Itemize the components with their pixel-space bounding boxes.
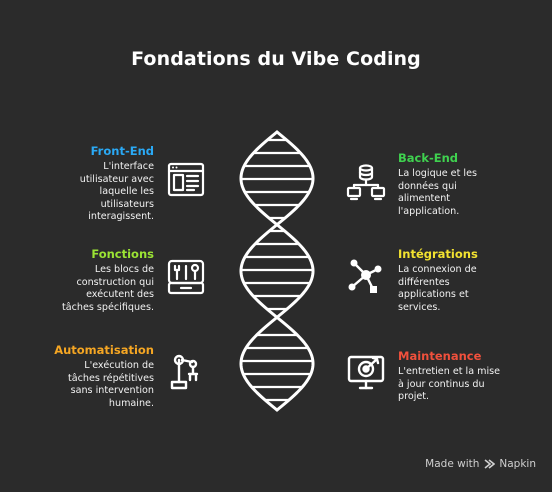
- monitor-target-icon: [347, 355, 385, 390]
- napkin-brand-label: Napkin: [499, 458, 536, 470]
- desc-line: humaine.: [108, 397, 154, 409]
- helix-strand-a: [239, 130, 315, 412]
- toolbox-icon: [167, 259, 205, 295]
- front-end-heading: Front-End: [90, 144, 154, 158]
- integrations-description: La connexion de différentes applications…: [398, 264, 548, 314]
- back-end-block: Back-End La logique et les données qui a…: [398, 151, 548, 218]
- maintenance-block: Maintenance L'entretien et la mise à jou…: [398, 349, 548, 404]
- automatisation-block: Automatisation L'exécution de tâches rép…: [4, 343, 154, 410]
- integrations-heading: Intégrations: [398, 247, 478, 261]
- desc-line: services.: [398, 301, 441, 313]
- fonctions-block: Fonctions Les blocs de construction qui …: [4, 247, 154, 314]
- desc-line: données qui: [398, 180, 457, 192]
- desc-line: tâches répétitives: [67, 372, 154, 384]
- maintenance-description: L'entretien et la mise à jour continus d…: [398, 366, 548, 404]
- desc-line: applications et: [398, 289, 469, 300]
- automatisation-heading: Automatisation: [54, 343, 154, 357]
- desc-line: projet.: [398, 391, 430, 402]
- made-with-label: Made with: [425, 458, 480, 470]
- footer-credit: Made with Napkin: [425, 458, 536, 470]
- front-end-description: L'interface utilisateur avec laquelle le…: [4, 161, 154, 224]
- desc-line: La connexion de: [398, 264, 477, 275]
- desc-line: alimentent: [398, 193, 451, 204]
- front-end-block: Front-End L'interface utilisateur avec l…: [4, 144, 154, 224]
- desc-line: utilisateurs: [100, 198, 154, 210]
- maintenance-heading: Maintenance: [398, 349, 482, 363]
- desc-line: sans intervention: [70, 385, 154, 396]
- desc-line: à jour continus du: [398, 378, 485, 390]
- desc-line: L'interface: [103, 161, 154, 172]
- desc-line: l'application.: [398, 205, 460, 217]
- desc-line: L'exécution de: [84, 360, 154, 371]
- robot-arm-icon: [170, 354, 199, 390]
- helix-strand-b: [239, 130, 315, 412]
- napkin-logo-icon: [484, 459, 496, 469]
- integrations-block: Intégrations La connexion de différentes…: [398, 247, 548, 314]
- fonctions-heading: Fonctions: [91, 247, 154, 261]
- back-end-heading: Back-End: [398, 151, 459, 165]
- desc-line: interagissent.: [88, 211, 154, 222]
- desc-line: La logique et les: [398, 168, 477, 179]
- desc-line: Les blocs de: [94, 264, 154, 275]
- back-end-description: La logique et les données qui alimentent…: [398, 168, 548, 218]
- page-title: Fondations du Vibe Coding: [131, 48, 421, 70]
- desc-line: laquelle les: [99, 186, 154, 197]
- server-network-icon: [346, 164, 386, 201]
- desc-line: différentes: [398, 276, 450, 288]
- automatisation-description: L'exécution de tâches répétitives sans i…: [4, 360, 154, 410]
- webpage-layout-icon: [167, 162, 205, 197]
- connection-nodes-icon: [348, 259, 382, 293]
- desc-line: tâches spécifiques.: [61, 301, 154, 313]
- fonctions-description: Les blocs de construction qui exécutent …: [4, 264, 154, 314]
- desc-line: construction qui: [76, 276, 154, 288]
- desc-line: L'entretien et la mise: [398, 366, 501, 377]
- desc-line: utilisateur avec: [79, 173, 154, 185]
- helix-rungs: [239, 138, 315, 402]
- dna-helix-graphic: [239, 130, 315, 412]
- desc-line: exécutent des: [86, 289, 154, 300]
